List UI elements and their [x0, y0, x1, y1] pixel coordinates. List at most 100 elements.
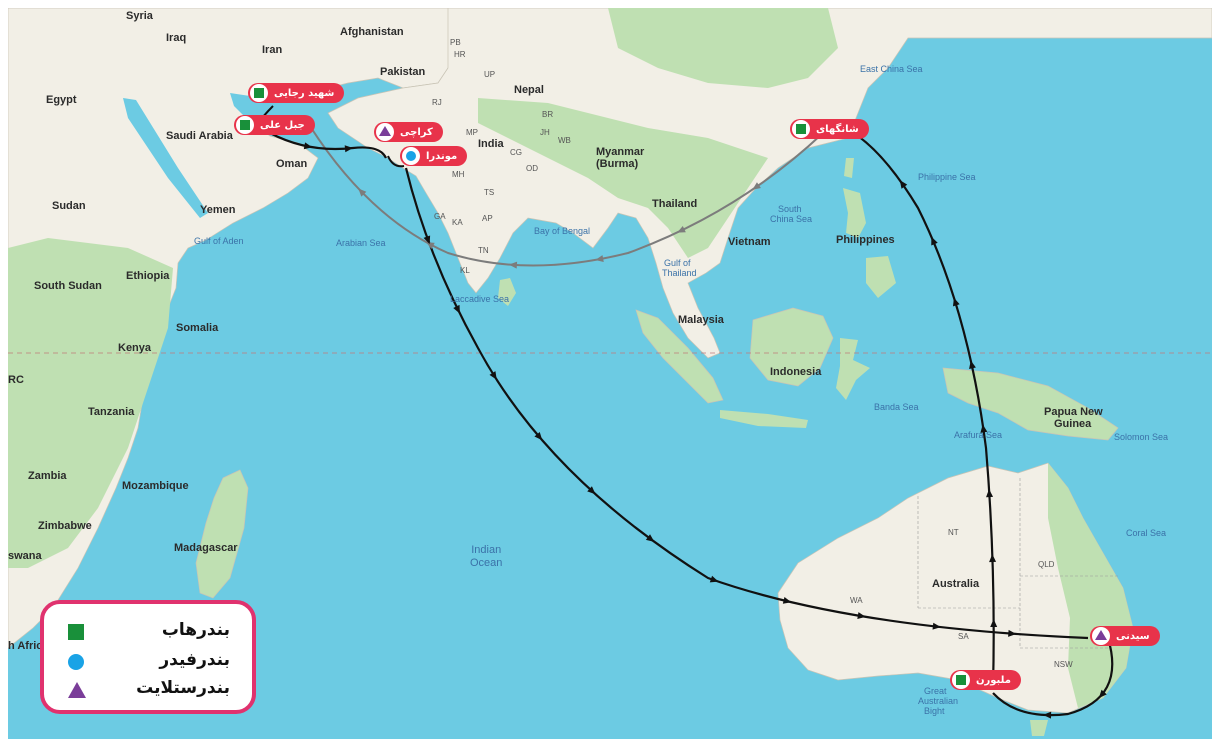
route-arrow [595, 255, 604, 262]
route-sydney-melbourne-loop [992, 637, 1114, 717]
label-ethiopia: Ethiopia [126, 270, 170, 282]
route-arrow [980, 424, 988, 433]
land-asia [327, 8, 1212, 359]
hub-square-icon [236, 116, 254, 134]
label-region-nsw: NSW [1054, 660, 1073, 669]
label-region-hr: HR [454, 50, 466, 59]
route-arrow [587, 486, 596, 495]
label-thailand-sea: Thailand [662, 268, 697, 278]
route-arrow [990, 618, 998, 628]
hub-square-icon [792, 120, 810, 138]
label-zimbabwe: Zimbabwe [38, 520, 92, 532]
label-australian: Australian [918, 696, 959, 706]
label-egypt: Egypt [46, 94, 77, 106]
port-name: شهید رجایی [274, 87, 335, 99]
route-arrow [358, 188, 367, 197]
route-arrow [1043, 711, 1052, 719]
label-region-tn: TN [478, 246, 489, 255]
route-arrow [989, 553, 997, 563]
land-sri-lanka [498, 278, 516, 306]
label-region-ts: TS [484, 188, 495, 197]
route-arrow [969, 360, 976, 370]
route-arrow [932, 622, 941, 630]
port-mundra[interactable]: موندرا [400, 146, 468, 166]
label-saudi-arabia: Saudi Arabia [166, 130, 233, 142]
label-region-mh: MH [452, 170, 465, 179]
label-madagascar: Madagascar [174, 542, 238, 554]
route-arrow [1098, 689, 1107, 699]
satellite-triangle-icon [1092, 627, 1110, 645]
label-region-ap: AP [482, 214, 493, 223]
route-arrow [344, 145, 353, 153]
label-coral-sea: Coral Sea [1126, 528, 1167, 538]
route-mundra-sydney [404, 167, 1089, 640]
route-arrow [986, 489, 994, 498]
label-syria: Syria [126, 10, 153, 22]
port-shanghai[interactable]: شانگهای [790, 119, 869, 139]
label-banda-sea: Banda Sea [874, 402, 919, 412]
label-india: India [478, 138, 504, 150]
route-arrow [534, 431, 543, 441]
port-karachi[interactable]: کراچی [374, 122, 443, 142]
purple-triangle-icon [68, 682, 86, 698]
label-oman: Oman [276, 158, 308, 170]
label-papua-new: Papua New [1044, 406, 1103, 418]
label-bay-of-bengal: Bay of Bengal [534, 226, 591, 236]
map: Syria Iraq Iran Afghanistan Pakistan Nep… [8, 8, 1212, 739]
legend-row-feeder: بندرفیدر [44, 648, 252, 676]
label-gulf-of: Gulf of [664, 258, 691, 268]
label-iran: Iran [262, 44, 283, 56]
label-vietnam: Vietnam [728, 236, 771, 248]
port-jebel-ali[interactable]: جبل علی [234, 115, 315, 135]
land-green-india-asia [478, 98, 768, 258]
land-java [720, 410, 808, 428]
label-kenya: Kenya [118, 342, 152, 354]
legend-label-feeder: بندرفیدر [159, 650, 230, 670]
port-name: موندرا [426, 150, 458, 162]
label-solomon-sea: Solomon Sea [1114, 432, 1169, 442]
australia-state-borders [917, 478, 1118, 649]
label-gulf-of-aden: Gulf of Aden [194, 236, 244, 246]
label-burma: (Burma) [596, 158, 639, 170]
label-indian: Indian [471, 544, 502, 556]
land-green-africa [8, 238, 173, 568]
route-arrow [899, 180, 908, 189]
label-pakistan: Pakistan [380, 66, 426, 78]
label-philippine-sea: Philippine Sea [918, 172, 976, 182]
route-direction-arrows [303, 142, 1107, 719]
label-region-nt: NT [948, 528, 959, 537]
route-arrow [508, 261, 518, 269]
route-gray-shanghai-jebel-ali [307, 122, 824, 267]
port-name: ملبورن [976, 674, 1011, 686]
land-philippines [843, 188, 896, 298]
label-indian-ocean: Indian Ocean [470, 544, 502, 570]
label-region-sa: SA [958, 632, 969, 641]
route-karachi-mundra [387, 155, 405, 168]
port-sydney[interactable]: سیدنی [1090, 626, 1160, 646]
route-arrow [677, 225, 686, 233]
route-jebel-ali-karachi [269, 132, 387, 159]
label-malaysia: Malaysia [678, 314, 724, 326]
route-arrow [1008, 629, 1017, 637]
label-somalia: Somalia [176, 322, 219, 334]
label-zambia: Zambia [28, 470, 67, 482]
port-melbourne[interactable]: ملبورن [950, 670, 1021, 690]
label-region-br: BR [542, 110, 554, 119]
label-region-kl: KL [460, 266, 470, 275]
label-region-ka: KA [452, 218, 463, 227]
route-arrow [857, 612, 866, 619]
land-green-australia-east [1048, 463, 1133, 708]
label-rc: RC [8, 374, 24, 386]
label-sudan: Sudan [52, 200, 86, 212]
port-shahid-rajaee[interactable]: شهید رجایی [248, 83, 345, 103]
land-sulawesi [836, 338, 870, 400]
route-arrow [952, 297, 960, 307]
port-name: کراچی [400, 126, 433, 138]
route-arrow [489, 371, 497, 380]
land-tasmania [1030, 720, 1048, 736]
route-arrow [782, 596, 792, 604]
port-name: شانگهای [816, 123, 859, 135]
label-arabian-sea: Arabian Sea [336, 238, 386, 248]
label-china-sea: China Sea [770, 214, 813, 224]
label-indonesia: Indonesia [770, 366, 822, 378]
